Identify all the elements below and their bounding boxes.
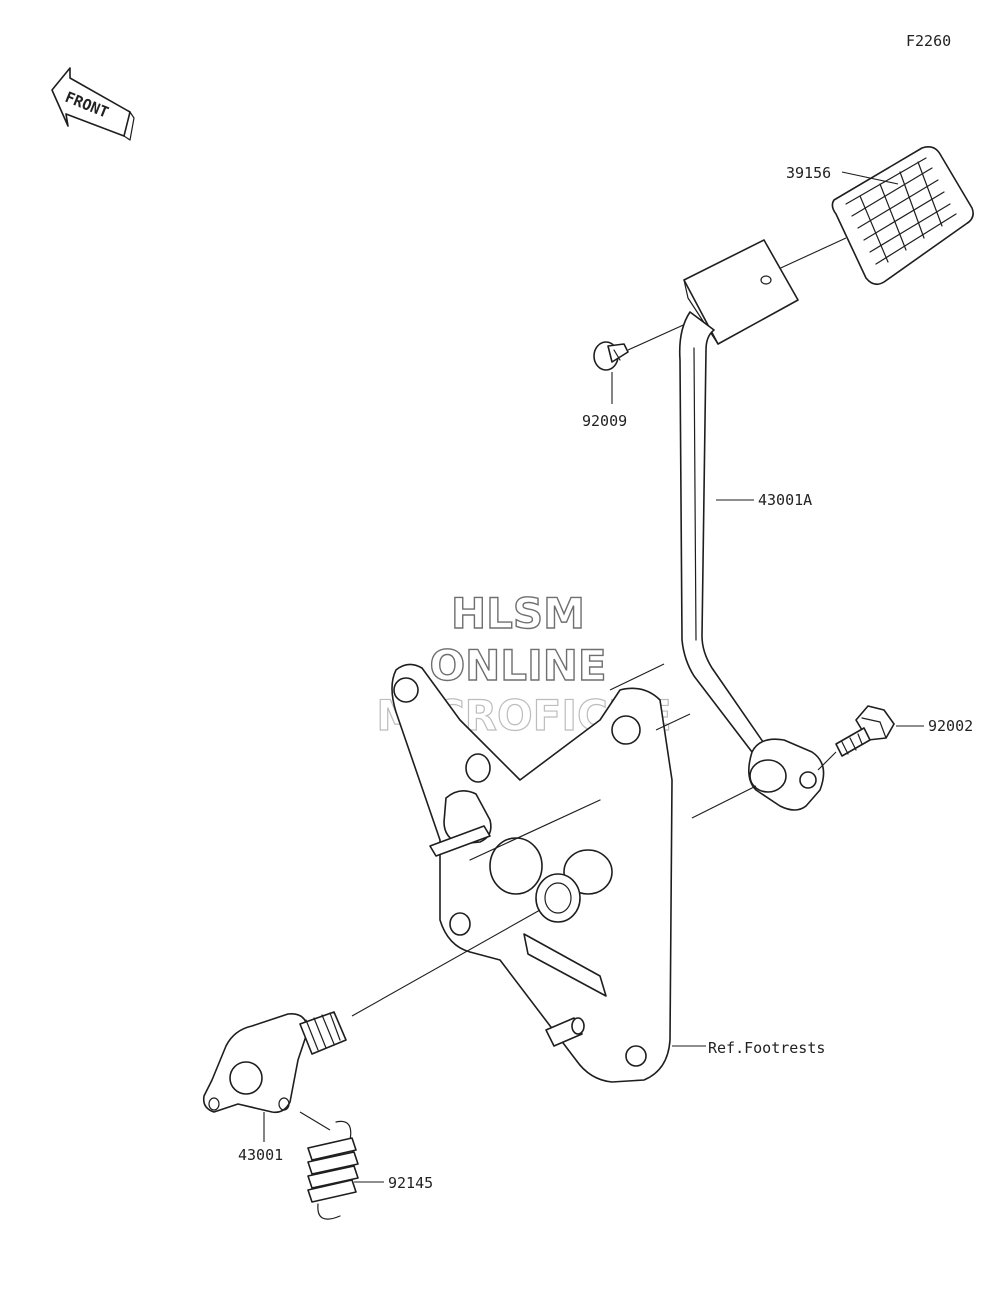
brake-lever-43001	[202, 1011, 347, 1142]
watermark-line2: ONLINE	[429, 641, 606, 690]
bolt-92002	[817, 705, 895, 771]
part-label-92145: 92145	[388, 1174, 433, 1192]
nut-92009	[593, 341, 629, 371]
pedal-pad-39156	[831, 146, 974, 286]
part-label-43001: 43001	[238, 1146, 283, 1164]
front-arrow-icon: FRONT	[51, 67, 135, 141]
footrest-bracket	[391, 663, 706, 1083]
part-label-ref-footrests: Ref.Footrests	[708, 1039, 825, 1057]
diagram-code: F2260	[906, 32, 951, 50]
part-label-43001A: 43001A	[758, 491, 812, 509]
watermark-line1: HLSM	[451, 589, 585, 638]
part-label-39156: 39156	[786, 164, 831, 182]
return-spring-92145	[307, 1120, 384, 1220]
brake-pedal-arm-43001A	[678, 239, 825, 811]
part-label-92002: 92002	[928, 717, 973, 735]
part-label-92009: 92009	[582, 412, 627, 430]
